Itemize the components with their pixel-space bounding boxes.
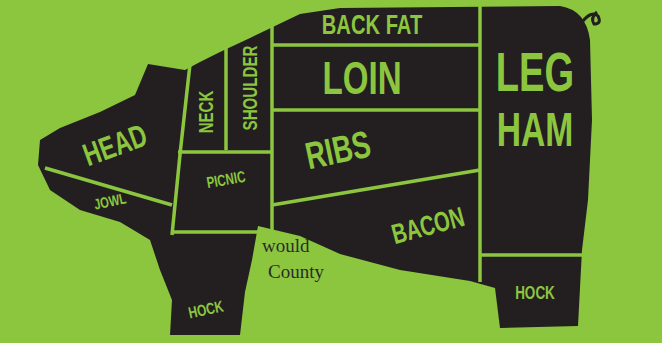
pig-silhouette xyxy=(38,6,592,335)
cut-line xyxy=(178,150,272,154)
background-text: County xyxy=(268,262,324,281)
cut-line xyxy=(172,230,258,234)
cut-line xyxy=(272,170,480,205)
cut-label: HOCK xyxy=(515,284,555,302)
cut-label: SHOULDER xyxy=(239,46,260,131)
cut-label: LEG xyxy=(496,44,574,100)
cut-line xyxy=(480,253,590,257)
cut-label: BACK FAT xyxy=(322,11,422,39)
cut-line xyxy=(224,48,228,150)
cut-label: LOIN xyxy=(322,55,401,101)
cut-label: NECK xyxy=(196,91,216,134)
pig-tail xyxy=(582,12,599,24)
cut-label: HAM xyxy=(497,106,574,154)
cut-line xyxy=(272,43,480,47)
cut-lines xyxy=(45,6,590,282)
cut-line xyxy=(272,108,480,112)
cut-line xyxy=(478,6,482,282)
cut-line xyxy=(172,64,190,235)
cut-line xyxy=(270,20,274,230)
background-text: would xyxy=(262,236,310,255)
